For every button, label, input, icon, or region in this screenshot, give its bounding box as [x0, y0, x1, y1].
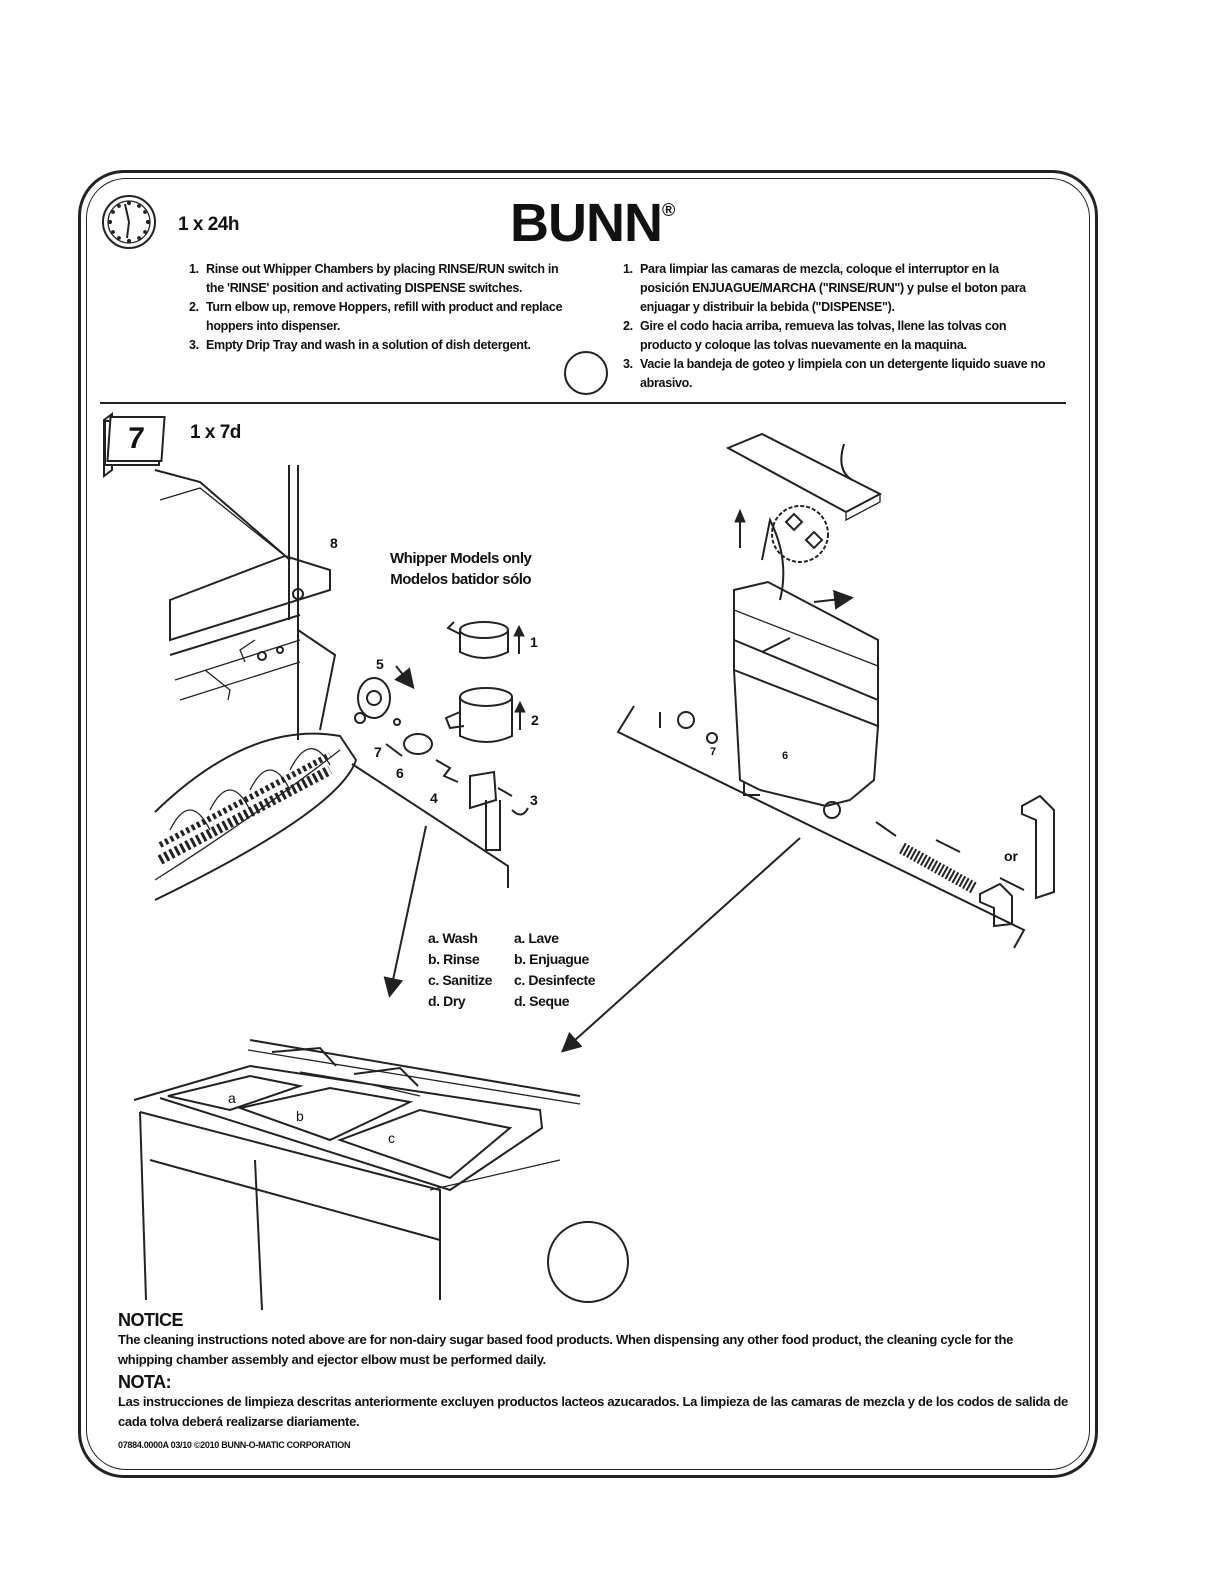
weekly-frequency: 1 x 7d — [190, 422, 241, 443]
daily-frequency: 1 x 24h — [178, 214, 239, 235]
brand-logo: BUNN® — [510, 193, 675, 253]
daily-step-es-2: Gire el codo hacia arriba, remueva las t… — [636, 317, 1050, 355]
instruction-card — [78, 170, 1098, 1478]
sink-label-a: a — [228, 1090, 236, 1106]
daily-step-en-2: Turn elbow up, remove Hoppers, refill wi… — [202, 298, 570, 336]
callout-6-hopper: 6 — [782, 750, 789, 762]
whipper-note-en: Whipper Models only — [390, 550, 532, 567]
clock-icon — [102, 195, 156, 249]
daily-step-es-1: Para limpiar las camaras de mezcla, colo… — [636, 260, 1050, 317]
daily-step-es-3: Vacie la bandeja de goteo y limpiela con… — [636, 355, 1050, 393]
callout-4: 4 — [430, 790, 438, 806]
callout-6: 6 — [396, 765, 404, 781]
blank-circle-top — [564, 351, 608, 395]
legend-lave: a. Lave — [514, 930, 559, 946]
callout-7: 7 — [374, 744, 382, 760]
legend-sanitize: c. Sanitize — [428, 972, 493, 988]
daily-step-en-1: Rinse out Whipper Chambers by placing RI… — [202, 260, 570, 298]
pointer-arrow-left — [383, 825, 427, 998]
whipper-exploded-view — [351, 621, 529, 888]
blank-circle-bottom — [547, 1221, 629, 1303]
legend-enjuague: b. Enjuague — [514, 951, 589, 967]
legend-desinfecte: c. Desinfecte — [514, 972, 596, 988]
document-footer: 07884.0000A 03/10 ©2010 BUNN-O-MATIC COR… — [118, 1440, 351, 1450]
wash-legend-spanish: a. Lave b. Enjuague c. Desinfecte d. Seq… — [514, 928, 596, 1012]
wash-legend-english: a. Wash b. Rinse c. Sanitize d. Dry — [428, 928, 492, 1012]
section-divider — [100, 402, 1066, 404]
sink-label-b: b — [296, 1108, 304, 1124]
whipper-models-note: Whipper Models only Modelos batidor sólo — [390, 548, 532, 590]
sink-illustration — [133, 1039, 581, 1311]
notice-text-spanish: Las instrucciones de limpieza descritas … — [118, 1394, 1068, 1429]
whipper-note-es: Modelos batidor sólo — [390, 571, 532, 588]
legend-rinse: b. Rinse — [428, 951, 480, 967]
callout-or: or — [1004, 848, 1018, 864]
callout-5: 5 — [376, 656, 384, 672]
pointer-arrow-right — [561, 837, 801, 1053]
notice-title: NOTICE — [118, 1310, 184, 1330]
legend-dry: d. Dry — [428, 993, 466, 1009]
daily-steps-english: Rinse out Whipper Chambers by placing RI… — [176, 260, 570, 355]
daily-step-en-3: Empty Drip Tray and wash in a solution o… — [202, 336, 570, 355]
callout-1: 1 — [530, 634, 538, 650]
dispenser-illustration — [154, 465, 358, 901]
callout-7-hopper: 7 — [710, 746, 717, 758]
notice-title-spanish: NOTA: — [118, 1372, 172, 1392]
callout-3: 3 — [530, 792, 538, 808]
sink-label-c: c — [388, 1130, 395, 1146]
callout-8: 8 — [330, 535, 338, 551]
notice-text: The cleaning instructions noted above ar… — [118, 1332, 1014, 1367]
hopper-exploded-view — [616, 432, 1055, 949]
instruction-card-inner-border — [86, 178, 1090, 1470]
legend-wash: a. Wash — [428, 930, 478, 946]
legend-seque: d. Seque — [514, 993, 570, 1009]
callout-2: 2 — [531, 712, 539, 728]
weekly-badge: 7 — [106, 416, 166, 462]
daily-steps-spanish: Para limpiar las camaras de mezcla, colo… — [610, 260, 1050, 393]
